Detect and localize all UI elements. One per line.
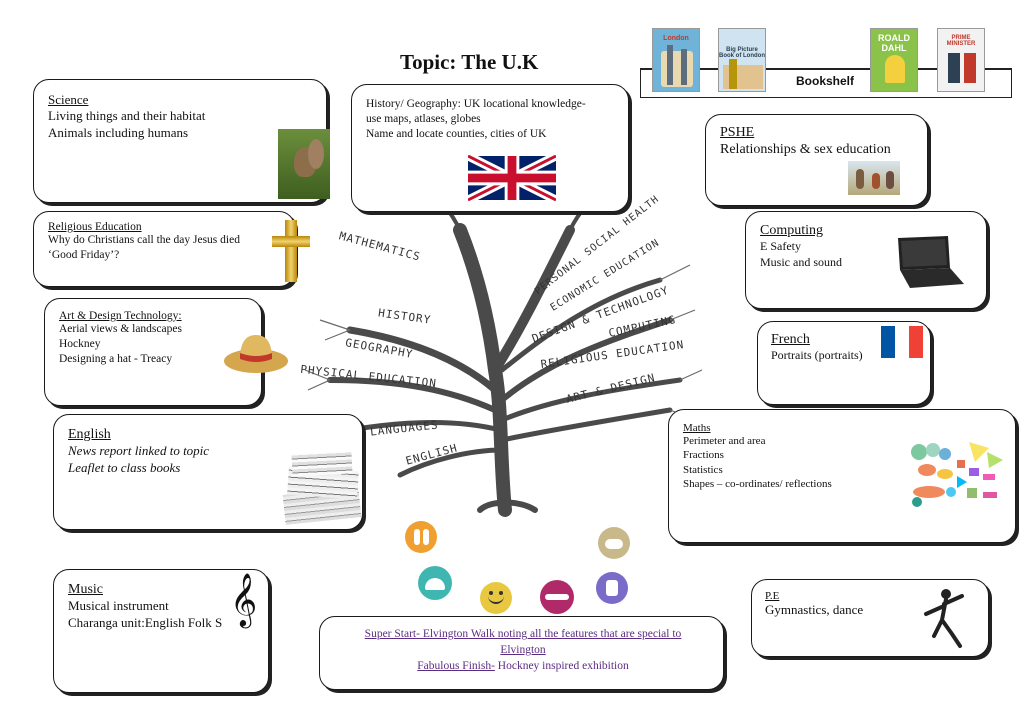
book-cover-london[interactable]: London bbox=[652, 28, 700, 92]
family-photo bbox=[848, 161, 900, 195]
bookshelf-bar bbox=[640, 68, 1012, 98]
french-heading: French bbox=[771, 332, 810, 347]
computing-line: E Safety bbox=[760, 239, 801, 253]
art-design-card: Art & Design Technology: Aerial views & … bbox=[44, 298, 288, 406]
computing-heading: Computing bbox=[760, 223, 824, 238]
perseverance-value-icon bbox=[418, 566, 452, 600]
computing-card: Computing E Safety Music and sound bbox=[745, 211, 987, 309]
dancer-icon bbox=[924, 589, 964, 648]
music-card: Music Musical instrument Charanga unit:E… bbox=[53, 569, 269, 693]
fabulous-finish-text: Hockney inspired exhibition bbox=[494, 660, 629, 673]
re-heading: Religious Education bbox=[48, 221, 142, 233]
english-heading: English bbox=[68, 427, 111, 442]
book-title: London bbox=[663, 35, 689, 42]
english-line: Leaflet to class books bbox=[68, 459, 181, 475]
art-line: Aerial views & landscapes bbox=[59, 323, 182, 335]
art-line: Hockney bbox=[59, 337, 101, 350]
book-title: PRIME MINISTER bbox=[946, 35, 976, 47]
friendship-value-icon bbox=[405, 521, 437, 553]
music-line: Charanga unit:English Folk S bbox=[68, 614, 223, 630]
pshe-heading: PSHE bbox=[720, 125, 755, 140]
music-line: Musical instrument bbox=[68, 598, 169, 613]
super-start-text-2: Elvington bbox=[500, 644, 546, 657]
book-title: ROALD DAHL bbox=[878, 33, 910, 53]
curriculum-tree: MATHEMATICS HISTORY GEOGRAPHY PHYSICAL E… bbox=[290, 170, 710, 530]
maths-heading: Maths bbox=[683, 422, 711, 434]
french-card: French Portraits (portraits) bbox=[757, 321, 931, 405]
science-line: Living things and their habitat bbox=[48, 108, 206, 123]
page-title: Topic: The U.K bbox=[400, 50, 539, 74]
pe-card: P.E Gymnastics, dance bbox=[751, 579, 989, 657]
book-cover-big-picture-london[interactable]: Big Picture Book of London bbox=[718, 28, 766, 92]
science-line: Animals including humans bbox=[48, 124, 189, 140]
hope-value-icon bbox=[598, 527, 630, 559]
events-card: Super Start- Elvington Walk noting all t… bbox=[319, 616, 724, 690]
union-jack-icon bbox=[468, 155, 556, 201]
religious-education-card: Religious Education Why do Christians ca… bbox=[33, 211, 310, 287]
pe-heading: P.E bbox=[765, 590, 780, 602]
maths-line: Statistics bbox=[683, 463, 723, 476]
super-start-link[interactable]: Super Start- Elvington Walk noting all t… bbox=[365, 628, 682, 640]
maths-line: Shapes – co-ordinates/ reflections bbox=[683, 477, 832, 490]
art-line: Designing a hat - Treacy bbox=[59, 352, 173, 365]
history-line: use maps, atlases, globes bbox=[366, 112, 481, 125]
maths-card: Maths Perimeter and area Fractions Stati… bbox=[668, 409, 1016, 543]
history-geography-card: History/ Geography: UK locational knowle… bbox=[351, 84, 629, 212]
fabulous-finish-link[interactable]: Fabulous Finish- bbox=[417, 660, 495, 672]
france-flag-icon bbox=[881, 326, 923, 358]
squirrel-photo bbox=[278, 129, 330, 199]
book-title: Big Picture Book of London bbox=[719, 47, 765, 59]
pshe-card: PSHE Relationships & sex education bbox=[705, 114, 928, 206]
science-card: Science Living things and their habitat … bbox=[33, 79, 330, 203]
newspapers-photo bbox=[280, 451, 364, 525]
re-line: Why do Christians call the day Jesus die… bbox=[48, 234, 240, 246]
book-cover-prime-minister[interactable]: PRIME MINISTER bbox=[937, 28, 985, 92]
super-start-label: Super Start- bbox=[364, 628, 420, 640]
bookshelf-label: Bookshelf bbox=[796, 74, 855, 88]
straw-hat-icon bbox=[224, 335, 288, 373]
re-line: ‘Good Friday’? bbox=[48, 248, 120, 261]
treble-clef-icon: 𝄞 bbox=[230, 572, 258, 626]
shapes-icon bbox=[911, 442, 1003, 507]
maths-line: Fractions bbox=[683, 449, 724, 462]
thankfulness-value-icon bbox=[480, 582, 512, 614]
super-start-text: Elvington Walk noting all the features t… bbox=[419, 628, 682, 640]
tree-illustration bbox=[304, 174, 703, 517]
english-line: News report linked to topic bbox=[68, 443, 210, 458]
french-line: Portraits (portraits) bbox=[771, 348, 863, 362]
music-heading: Music bbox=[68, 582, 103, 597]
pe-line: Gymnastics, dance bbox=[765, 602, 864, 617]
science-heading: Science bbox=[48, 92, 89, 107]
respect-value-icon bbox=[596, 572, 628, 604]
book-cover-roald-dahl[interactable]: ROALD DAHL bbox=[870, 28, 918, 92]
laptop-icon bbox=[898, 236, 964, 288]
english-card: English News report linked to topic Leaf… bbox=[53, 414, 363, 530]
super-start-link-cont[interactable]: Elvington bbox=[500, 644, 545, 656]
history-line: Name and locate counties, cities of UK bbox=[366, 127, 547, 140]
maths-line: Perimeter and area bbox=[683, 435, 766, 447]
art-heading: Art & Design Technology: bbox=[59, 310, 182, 322]
pshe-line: Relationships & sex education bbox=[720, 142, 891, 157]
fabulous-finish-label: Fabulous Finish- bbox=[417, 660, 495, 673]
history-line: History/ Geography: UK locational knowle… bbox=[366, 98, 586, 110]
computing-line: Music and sound bbox=[760, 254, 842, 269]
trust-value-icon bbox=[540, 580, 574, 614]
